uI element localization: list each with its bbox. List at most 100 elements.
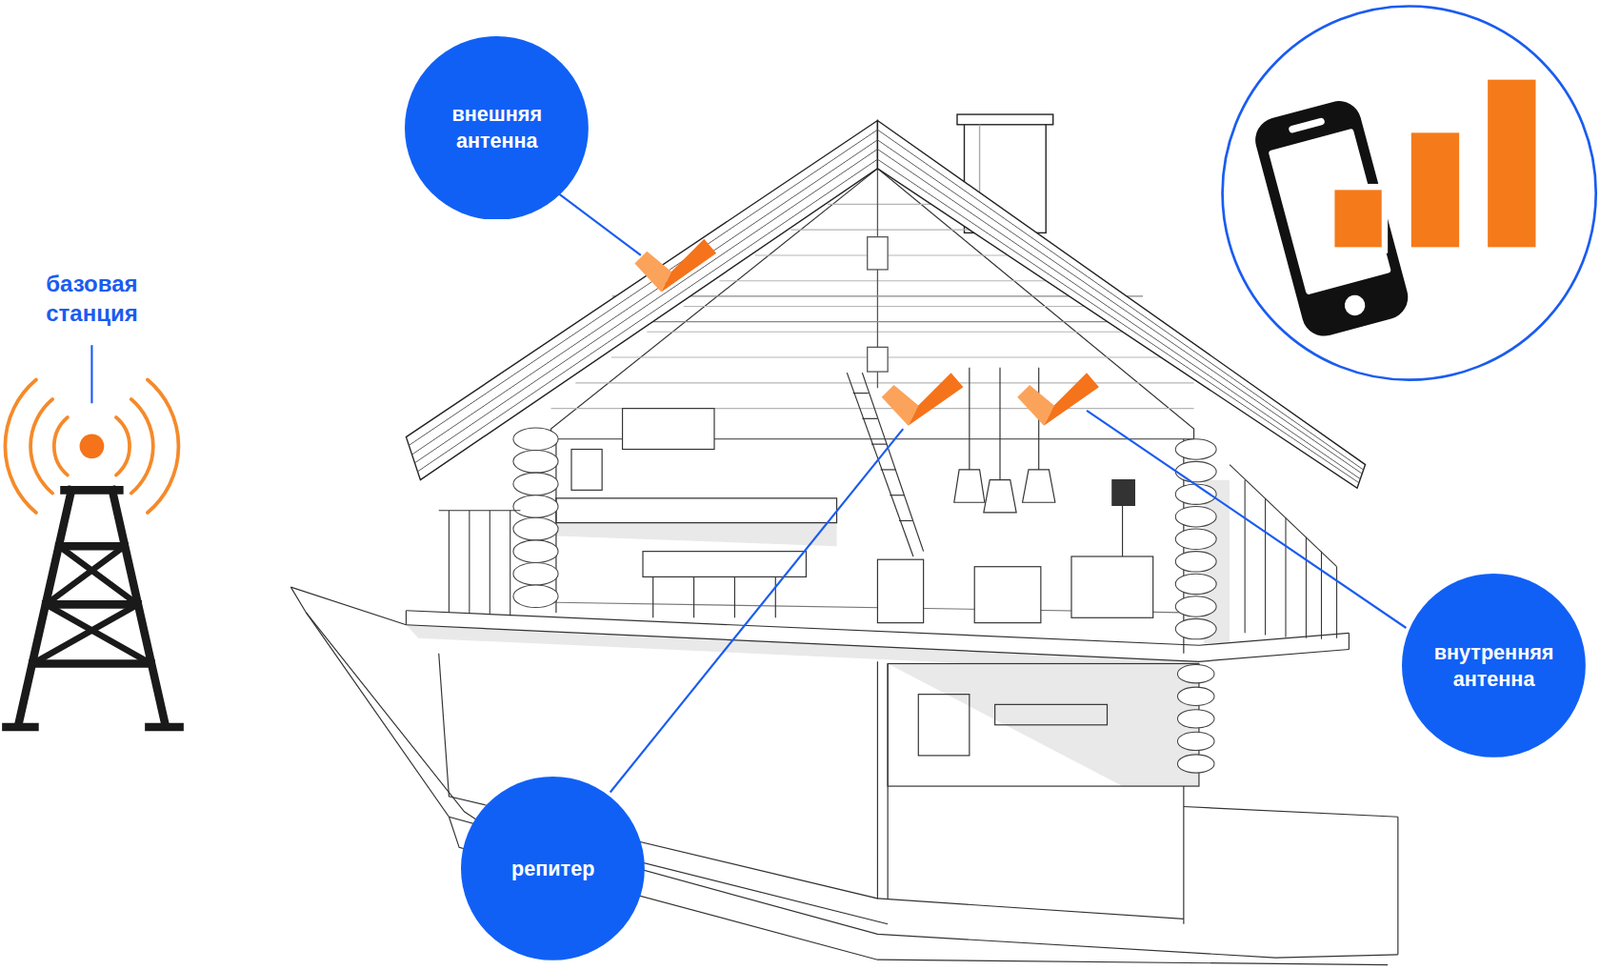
signal-inset (1222, 6, 1597, 380)
pendant-lamps (968, 367, 970, 470)
pendant-lamps (999, 367, 1000, 480)
signal-waves (54, 417, 68, 476)
log-corners (1175, 573, 1217, 594)
signal-inset (1484, 76, 1540, 250)
furniture (622, 408, 715, 450)
staircase (853, 392, 869, 394)
leader-line (1086, 410, 1406, 628)
house-structure (1348, 632, 1350, 649)
shading (405, 480, 1230, 786)
railings (1264, 498, 1266, 636)
log-corners (513, 495, 559, 519)
signal-inset (1287, 117, 1325, 134)
antenna-mark (660, 239, 717, 293)
staircase (871, 443, 887, 445)
furniture (877, 559, 923, 622)
staircase (880, 468, 897, 470)
log-corners (513, 540, 559, 563)
railings (1284, 517, 1286, 637)
gable (867, 237, 888, 270)
gable (646, 331, 1122, 333)
signal-inset (1250, 96, 1414, 341)
house-structure (887, 663, 889, 899)
callout-body: репитер (460, 776, 645, 960)
tower-icon (45, 545, 124, 604)
log-corners (513, 517, 559, 540)
railings (509, 510, 511, 616)
signal-waves (4, 380, 179, 514)
railings (1305, 537, 1307, 639)
gable (867, 346, 888, 372)
ground-lines (1397, 816, 1399, 955)
furniture (693, 576, 695, 618)
railings (489, 510, 491, 615)
railings (1320, 551, 1322, 640)
railings (448, 510, 450, 613)
railings (1244, 480, 1246, 634)
log-corners (513, 561, 559, 585)
furniture (1112, 480, 1136, 506)
furniture (1121, 504, 1123, 557)
leader-line (559, 194, 641, 256)
callout-circle (404, 36, 589, 220)
log-corners (513, 584, 559, 608)
signal-inset (1331, 186, 1385, 250)
gable (827, 203, 931, 205)
house-structure (887, 663, 1200, 787)
railings (468, 510, 470, 614)
log-corners (1175, 618, 1217, 639)
antenna-mark (1043, 372, 1100, 426)
pendant-lamps (1022, 469, 1056, 502)
railings (439, 464, 1338, 640)
staircase (889, 494, 904, 496)
railings (1229, 464, 1338, 567)
furniture (734, 576, 736, 618)
ground-lines (290, 586, 406, 625)
staircase (899, 520, 913, 521)
furniture (642, 551, 806, 578)
signal-waves (4, 380, 37, 514)
log-corners (1175, 460, 1217, 481)
signal-inset (1331, 76, 1540, 250)
furniture (571, 408, 1154, 623)
pendant-lamps (954, 469, 985, 502)
house-structure (556, 498, 838, 523)
callout-circle (1401, 573, 1586, 758)
staircase (861, 418, 878, 420)
gable (790, 229, 970, 231)
callout-text: внутренняя антенна (1418, 639, 1571, 693)
leader-line (90, 344, 93, 403)
callout-body: внутренняя антенна (1401, 573, 1586, 758)
signal-inset (1268, 128, 1392, 296)
log-corners (513, 427, 1217, 773)
furniture (974, 566, 1041, 623)
pendant-lamps (983, 480, 1017, 513)
log-corners (513, 427, 559, 451)
ground-lines (1182, 785, 1184, 924)
pendant-lamps (954, 367, 1056, 513)
ground-lines (290, 586, 1399, 964)
repeater-mark (908, 372, 964, 426)
gable (719, 280, 1046, 281)
gable (591, 320, 1163, 322)
antenna-mark (634, 239, 717, 293)
tower-icon (59, 545, 139, 604)
signal-inset (1341, 292, 1367, 318)
antenna-callout: внутренняя антенна (1401, 573, 1586, 758)
antenna-callout: репитер (460, 776, 645, 960)
tower-icon (45, 600, 138, 609)
furniture (775, 576, 777, 618)
tower-icon (148, 722, 180, 732)
staircase (861, 372, 923, 552)
furniture (652, 576, 654, 618)
leader-line (610, 428, 904, 792)
furniture (1071, 556, 1154, 618)
signal-waves (116, 417, 130, 476)
railings (1336, 566, 1338, 639)
log-corners (513, 450, 559, 474)
house-structure (405, 610, 407, 625)
staircase (846, 372, 923, 557)
signal-waves (131, 399, 154, 494)
shading (887, 663, 1200, 787)
